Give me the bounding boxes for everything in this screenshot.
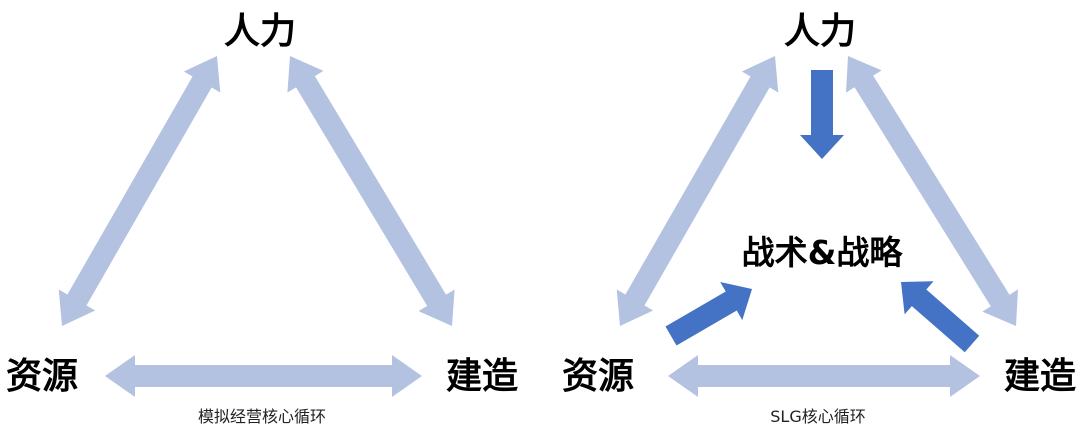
node-construction: 建造 — [446, 356, 518, 397]
double-arrow-manpower-construction — [846, 56, 1018, 326]
node-tactics-strategy: 战术&战略 — [742, 233, 904, 272]
node-resources: 资源 — [562, 356, 634, 397]
node-manpower: 人力 — [224, 11, 296, 52]
arrow-resources-to-strategy — [665, 282, 752, 346]
double-arrow-manpower-resources — [616, 56, 779, 326]
double-arrow-resources-construction — [105, 355, 422, 397]
node-manpower: 人力 — [784, 11, 856, 52]
double-arrow-manpower-construction — [287, 56, 455, 326]
node-resources: 资源 — [6, 356, 78, 397]
node-construction: 建造 — [1004, 356, 1076, 397]
arrow-manpower-to-strategy — [800, 70, 844, 159]
arrow-construction-to-strategy — [901, 281, 980, 353]
right-diagram: 人力 资源 建造 战术&战略 SLG核心循环 — [562, 11, 1076, 426]
caption-slg-loop: SLG核心循环 — [770, 407, 865, 426]
double-arrow-manpower-resources — [58, 56, 221, 326]
left-diagram: 人力 资源 建造 模拟经营核心循环 — [6, 11, 518, 426]
double-arrow-resources-construction — [668, 355, 980, 397]
caption-management-loop: 模拟经营核心循环 — [198, 407, 326, 426]
